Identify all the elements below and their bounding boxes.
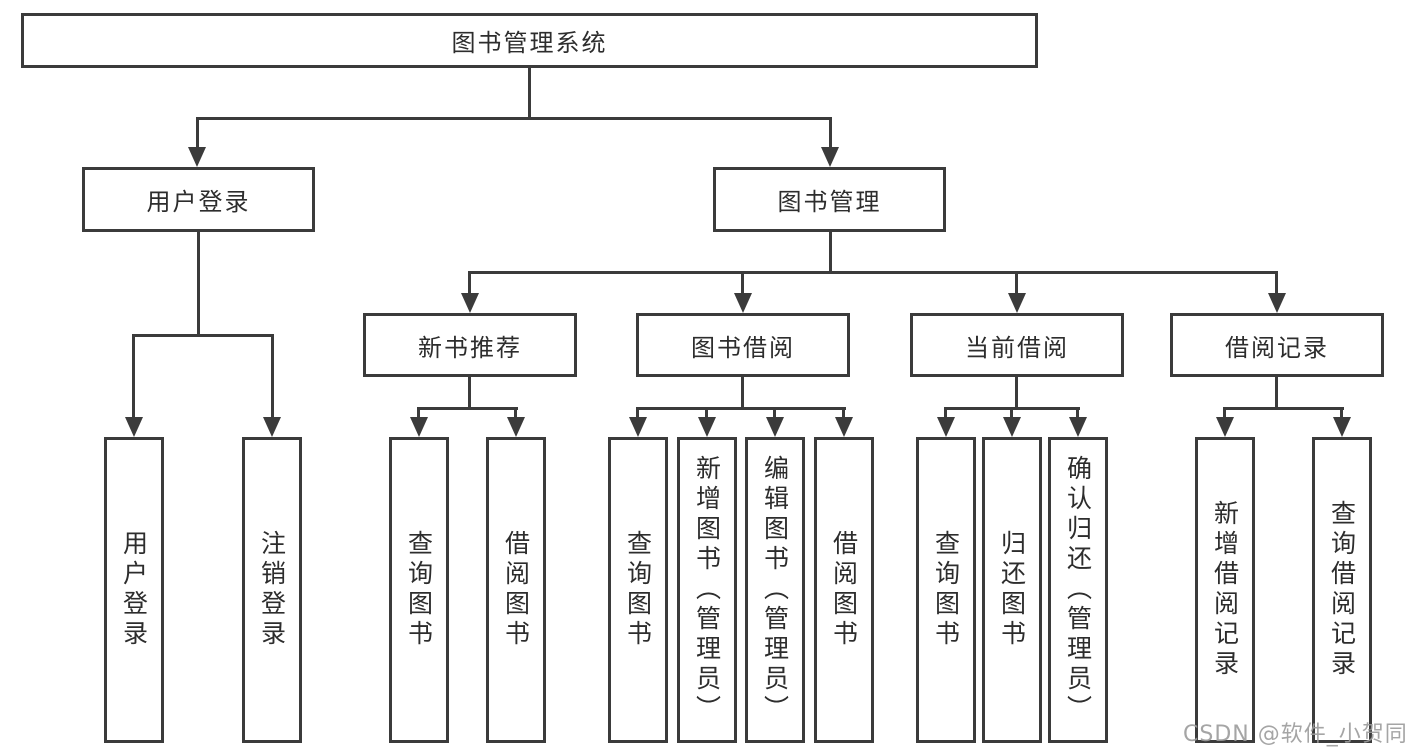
arrow-down-icon bbox=[188, 147, 206, 167]
node-book-management: 图书管理 bbox=[713, 167, 946, 232]
leaf-query-borrow-record: 查询借阅记录 bbox=[1312, 437, 1372, 743]
connector-stub bbox=[842, 407, 845, 419]
leaf-query-books-recommend-label: 查询图书 bbox=[404, 530, 434, 650]
connector-drop-book-management bbox=[829, 117, 832, 150]
connector-stub bbox=[636, 407, 639, 419]
arrow-down-icon bbox=[263, 417, 281, 437]
connector-borrow-records-rail bbox=[1223, 407, 1344, 410]
connector-book-borrow-stem bbox=[741, 377, 744, 409]
node-system-root-label: 图书管理系统 bbox=[451, 29, 608, 57]
leaf-query-books-recommend: 查询图书 bbox=[389, 437, 449, 743]
connector-stub bbox=[1223, 407, 1226, 419]
node-new-book-recommend-label: 新书推荐 bbox=[418, 333, 522, 362]
watermark: CSDN @软件_小贺同学 bbox=[1183, 722, 1405, 747]
connector-book-management-stem bbox=[829, 232, 832, 273]
leaf-user-login: 用户登录 bbox=[104, 437, 164, 743]
leaf-confirm-return-admin-label: 确认归还（管理员） bbox=[1063, 455, 1093, 725]
leaf-borrow-books-recommend-label: 借阅图书 bbox=[501, 530, 531, 650]
connector-user-login-rail bbox=[132, 334, 274, 337]
connector-root-rail bbox=[196, 117, 832, 120]
leaf-add-book-admin-label: 新增图书（管理员） bbox=[692, 455, 722, 725]
leaf-borrow-books-recommend: 借阅图书 bbox=[486, 437, 546, 743]
leaf-borrow-books-label: 借阅图书 bbox=[829, 530, 859, 650]
arrow-down-icon bbox=[1069, 417, 1087, 437]
arrow-down-icon bbox=[1268, 293, 1286, 313]
connector-book-borrow-rail bbox=[636, 407, 846, 410]
node-current-borrow: 当前借阅 bbox=[910, 313, 1124, 377]
leaf-edit-book-admin: 编辑图书（管理员） bbox=[745, 437, 805, 743]
arrow-down-icon bbox=[125, 417, 143, 437]
arrow-down-icon bbox=[766, 417, 784, 437]
connector-stub bbox=[514, 407, 517, 419]
node-current-borrow-label: 当前借阅 bbox=[965, 333, 1069, 362]
leaf-query-books-current-label: 查询图书 bbox=[931, 530, 961, 650]
node-new-book-recommend: 新书推荐 bbox=[363, 313, 577, 377]
connector-stub bbox=[1010, 407, 1013, 419]
leaf-logout-label: 注销登录 bbox=[257, 530, 287, 650]
connector-user-login-stem bbox=[197, 232, 200, 335]
connector-root-stem bbox=[528, 68, 531, 118]
arrow-down-icon bbox=[1333, 417, 1351, 437]
node-user-login-label: 用户登录 bbox=[146, 188, 251, 216]
arrow-down-icon bbox=[937, 417, 955, 437]
connector-borrow-records-stem bbox=[1275, 377, 1278, 409]
connector-stub bbox=[705, 407, 708, 419]
arrow-down-icon bbox=[734, 293, 752, 313]
leaf-return-book: 归还图书 bbox=[982, 437, 1042, 743]
leaf-query-books-current: 查询图书 bbox=[916, 437, 976, 743]
leaf-logout: 注销登录 bbox=[242, 437, 302, 743]
node-borrow-records-label: 借阅记录 bbox=[1225, 333, 1329, 362]
leaf-query-books-borrow: 查询图书 bbox=[608, 437, 668, 743]
connector-drop-borrow-records bbox=[1275, 271, 1278, 296]
leaf-return-book-label: 归还图书 bbox=[997, 530, 1027, 650]
connector-book-management-rail bbox=[468, 271, 1278, 274]
connector-drop-leaf-login bbox=[132, 334, 135, 419]
arrow-down-icon bbox=[461, 293, 479, 313]
node-book-borrow-label: 图书借阅 bbox=[691, 333, 795, 362]
arrow-down-icon bbox=[507, 417, 525, 437]
connector-current-borrow-stem bbox=[1015, 377, 1018, 409]
node-book-management-label: 图书管理 bbox=[777, 188, 882, 216]
arrow-down-icon bbox=[1008, 293, 1026, 313]
leaf-confirm-return-admin: 确认归还（管理员） bbox=[1048, 437, 1108, 743]
arrow-down-icon bbox=[821, 147, 839, 167]
connector-drop-book-borrow bbox=[741, 271, 744, 296]
connector-drop-user-login bbox=[196, 117, 199, 150]
arrow-down-icon bbox=[1216, 417, 1234, 437]
leaf-edit-book-admin-label: 编辑图书（管理员） bbox=[760, 455, 790, 725]
connector-drop-leaf-logout bbox=[271, 334, 274, 419]
connector-drop-new-book bbox=[468, 271, 471, 296]
leaf-add-book-admin: 新增图书（管理员） bbox=[677, 437, 737, 743]
connector-stub bbox=[417, 407, 420, 419]
arrow-down-icon bbox=[629, 417, 647, 437]
connector-stub bbox=[1076, 407, 1079, 419]
leaf-borrow-books: 借阅图书 bbox=[814, 437, 874, 743]
connector-stub bbox=[773, 407, 776, 419]
arrow-down-icon bbox=[835, 417, 853, 437]
arrow-down-icon bbox=[1003, 417, 1021, 437]
leaf-add-borrow-record-label: 新增借阅记录 bbox=[1210, 500, 1240, 680]
connector-new-book-stem bbox=[468, 377, 471, 409]
connector-stub bbox=[944, 407, 947, 419]
leaf-user-login-label: 用户登录 bbox=[119, 530, 149, 650]
leaf-query-borrow-record-label: 查询借阅记录 bbox=[1327, 500, 1357, 680]
node-borrow-records: 借阅记录 bbox=[1170, 313, 1384, 377]
node-user-login: 用户登录 bbox=[82, 167, 315, 232]
arrow-down-icon bbox=[698, 417, 716, 437]
node-book-borrow: 图书借阅 bbox=[636, 313, 850, 377]
leaf-add-borrow-record: 新增借阅记录 bbox=[1195, 437, 1255, 743]
connector-drop-current-borrow bbox=[1015, 271, 1018, 296]
leaf-query-books-borrow-label: 查询图书 bbox=[623, 530, 653, 650]
node-system-root: 图书管理系统 bbox=[21, 13, 1038, 68]
connector-new-book-rail bbox=[417, 407, 518, 410]
connector-stub bbox=[1340, 407, 1343, 419]
arrow-down-icon bbox=[410, 417, 428, 437]
